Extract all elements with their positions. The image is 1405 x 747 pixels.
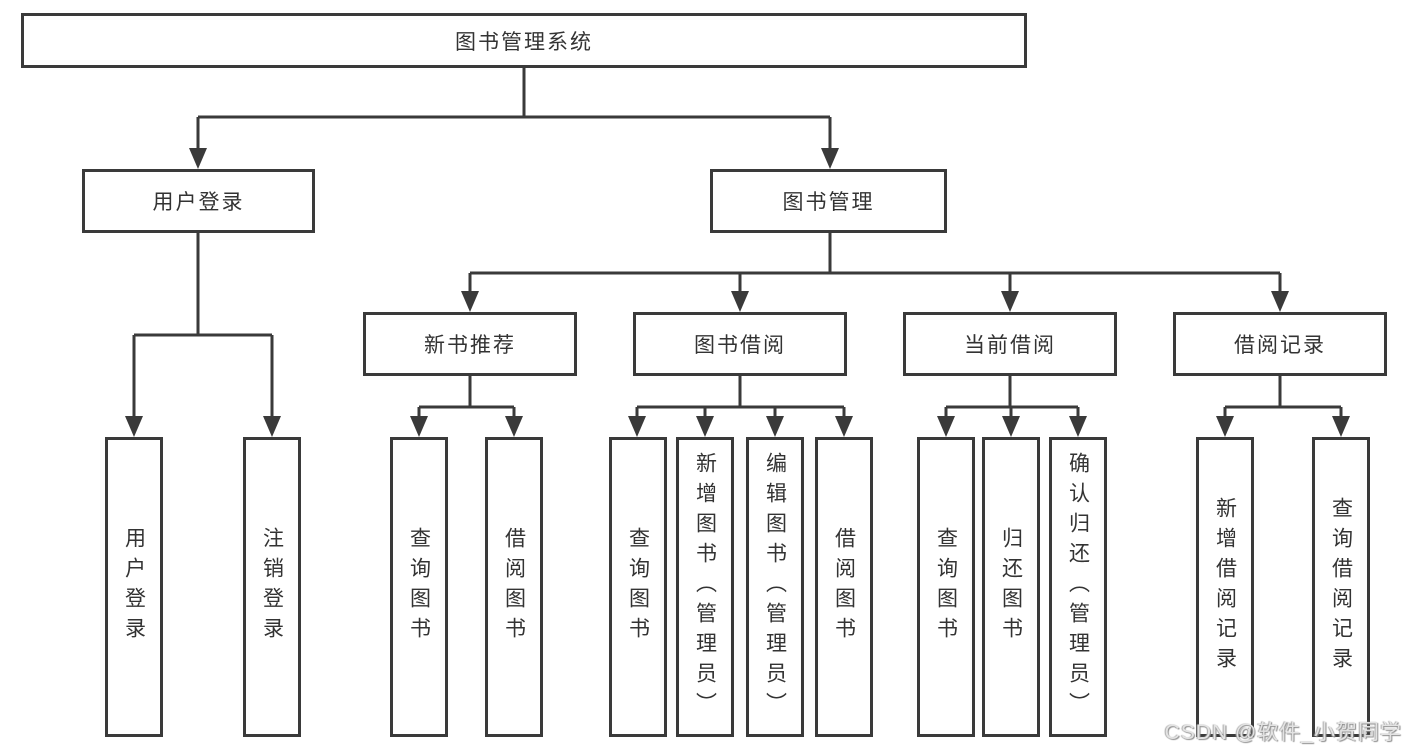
- leaf-query-books-current: 查询图书: [917, 437, 975, 737]
- node-new-book-recommend: 新书推荐: [363, 312, 577, 376]
- node-book-management: 图书管理: [710, 169, 947, 233]
- leaf-logout: 注销登录: [243, 437, 301, 737]
- node-borrow-records: 借阅记录: [1173, 312, 1387, 376]
- leaf-borrow-books: 借阅图书: [815, 437, 873, 737]
- leaf-query-books-borrow: 查询图书: [609, 437, 667, 737]
- leaf-query-borrow-record: 查询借阅记录: [1312, 437, 1370, 737]
- leaf-edit-books-admin: 编辑图书（管理员）: [746, 437, 804, 737]
- node-user-login: 用户登录: [82, 169, 315, 233]
- node-root: 图书管理系统: [21, 13, 1027, 68]
- leaf-add-borrow-record: 新增借阅记录: [1196, 437, 1254, 737]
- csdn-watermark: CSDN @软件_小贺同学: [1164, 721, 1402, 744]
- leaf-query-books-recommend: 查询图书: [390, 437, 448, 737]
- leaf-borrow-books-recommend: 借阅图书: [485, 437, 543, 737]
- leaf-add-books-admin: 新增图书（管理员）: [676, 437, 734, 737]
- leaf-user-login: 用户登录: [105, 437, 163, 737]
- leaf-confirm-return-admin: 确认归还（管理员）: [1049, 437, 1107, 737]
- node-book-borrow: 图书借阅: [633, 312, 847, 376]
- node-current-borrow: 当前借阅: [903, 312, 1117, 376]
- leaf-return-books: 归还图书: [982, 437, 1040, 737]
